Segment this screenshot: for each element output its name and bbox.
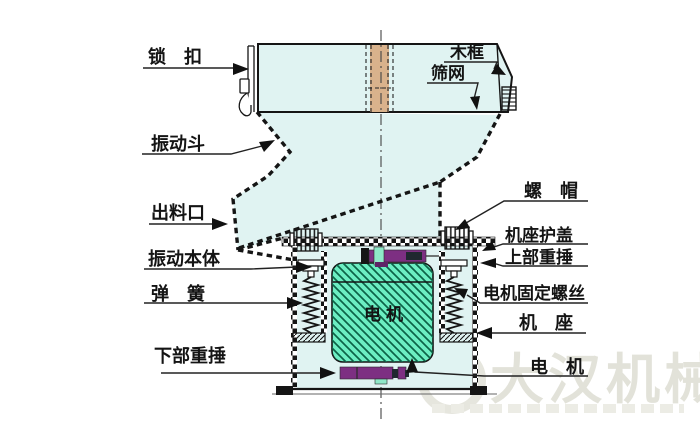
inner-wall-right [439, 251, 445, 333]
label-screen-mesh: 筛网 [431, 63, 465, 83]
arrow-nut [455, 219, 470, 230]
spring-right [443, 276, 465, 334]
motor-block: 电机 [331, 262, 434, 363]
nut-right [440, 226, 474, 250]
ledge-left [292, 332, 326, 343]
leader-lines [142, 61, 588, 377]
label-lock-latch: 锁 扣 [148, 46, 202, 67]
leader-screen-mesh [427, 82, 479, 100]
mesh-clamp [501, 86, 517, 111]
ledge-right [439, 332, 474, 343]
leader-motor-fixing-screw [466, 294, 588, 304]
label-discharge-outlet: 出料口 [151, 202, 205, 223]
upper-weight-bar [361, 246, 439, 267]
label-upper-weight: 上部重捶 [505, 247, 573, 267]
label-motor: 电 机 [530, 356, 584, 377]
hopper-body [233, 112, 500, 250]
leader-upper-weight [492, 262, 588, 267]
foot-right [470, 386, 487, 395]
label-vibration-body: 振动本体 [148, 248, 221, 269]
arrow-upper-weight [480, 258, 496, 268]
lower-weight-bar [339, 366, 409, 385]
leader-nut [465, 200, 588, 224]
arrow-base [476, 327, 492, 339]
lock-latch [238, 45, 255, 117]
label-wood-frame: 木框 [449, 42, 484, 62]
foot-left [276, 386, 293, 395]
label-base: 机 座 [519, 312, 573, 333]
spring-left [300, 276, 322, 334]
label-spring: 弹 簧 [151, 283, 205, 304]
leader-arrowheads [212, 63, 506, 379]
leader-vibration-body [144, 266, 298, 270]
arrow-lower-weight [320, 367, 336, 379]
arrow-motor [406, 358, 418, 373]
arrow-vibrating-hopper [259, 140, 275, 152]
arrow-motor-fixing-screw [454, 288, 468, 299]
wood-strip [365, 45, 394, 112]
hopper-outline [231, 110, 502, 262]
arrow-wood-frame [491, 64, 506, 75]
label-vibrating-hopper: 振动斗 [151, 133, 205, 154]
arrow-screen-mesh [470, 96, 480, 110]
arrow-spring [287, 297, 303, 309]
label-lower-weight: 下部重捶 [154, 345, 226, 366]
leader-vibrating-hopper [142, 145, 263, 155]
leader-base-cover [493, 243, 588, 248]
base-bottom [272, 386, 497, 395]
outer-wall-right [472, 246, 478, 389]
outer-wall-left [291, 246, 297, 389]
arrow-base-cover [482, 241, 496, 251]
arrow-lock-latch [233, 63, 249, 75]
label-base-cover: 机座护盖 [505, 225, 573, 245]
watermark-text: 大汉机械 [490, 350, 700, 410]
label-motor-fixing-screw: 电机固定螺丝 [483, 283, 585, 303]
label-nut: 螺 帽 [524, 180, 578, 201]
arrow-vibration-body [296, 261, 312, 273]
arrow-discharge-outlet [212, 218, 228, 230]
watermark-subtext-bar [432, 404, 684, 413]
motor-block-label: 电机 [364, 304, 408, 324]
base-cover-plate [281, 236, 496, 247]
nut-left [289, 228, 323, 252]
inner-wall-left [321, 251, 327, 333]
leader-wood-frame [444, 61, 499, 70]
